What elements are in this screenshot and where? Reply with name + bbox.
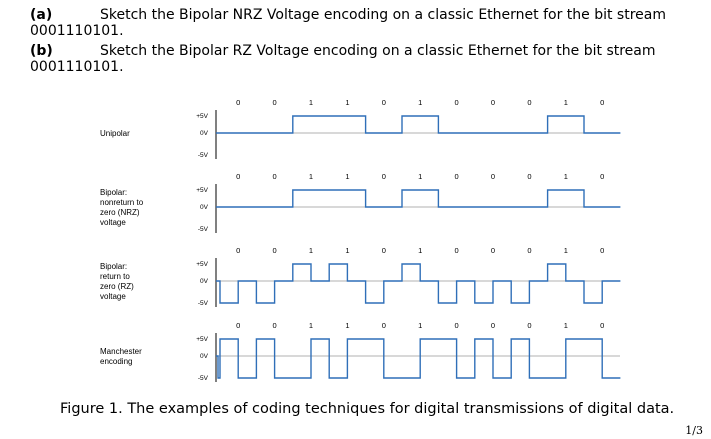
panel-label: encoding	[100, 357, 132, 366]
question-a-label: (a)	[30, 7, 53, 23]
bit-label: 0	[236, 98, 240, 107]
bit-label: 1	[309, 98, 313, 107]
panel-label: Manchester	[100, 347, 142, 356]
waveform-manchester	[216, 338, 621, 379]
waveform-nrz	[216, 189, 621, 208]
level-label: -5V	[198, 375, 209, 382]
bit-label: 0	[491, 172, 495, 181]
bit-label: 1	[418, 321, 422, 330]
bit-label: 1	[418, 172, 422, 181]
question-b-label: (b)	[30, 43, 53, 59]
bit-label: 1	[309, 172, 313, 181]
question-a-text: Sketch the Bipolar NRZ Voltage encoding …	[100, 7, 666, 23]
panel-label: voltage	[100, 218, 126, 227]
panel-label: nonreturn to	[100, 198, 144, 207]
bit-label: 0	[491, 321, 495, 330]
bit-label: 0	[455, 321, 459, 330]
bit-label: 1	[309, 246, 313, 255]
level-label: 0V	[200, 278, 209, 285]
bit-label: 0	[455, 172, 459, 181]
panel-label: return to	[100, 272, 130, 281]
level-label: +5V	[196, 113, 208, 120]
bit-label: 0	[382, 246, 386, 255]
figure-caption: Figure 1. The examples of coding techniq…	[60, 401, 675, 417]
bit-label: 0	[600, 172, 604, 181]
panel-label: Unipolar	[100, 129, 130, 138]
bit-label: 1	[418, 246, 422, 255]
question-a-bits: 0001110101.	[30, 23, 124, 39]
waveform-unipolar	[216, 115, 621, 134]
bit-label: 0	[527, 98, 531, 107]
bit-label: 0	[273, 321, 277, 330]
bit-label: 1	[309, 321, 313, 330]
bit-label: 1	[564, 172, 568, 181]
bit-label: 1	[564, 98, 568, 107]
bit-label: 0	[236, 172, 240, 181]
panel-label: zero (RZ)	[100, 282, 134, 291]
bit-label: 0	[382, 172, 386, 181]
bit-label: 1	[564, 321, 568, 330]
question-b-bits: 0001110101.	[30, 59, 124, 75]
level-label: 0V	[200, 204, 209, 211]
level-label: +5V	[196, 261, 208, 268]
bit-label: 1	[345, 321, 349, 330]
bit-label: 0	[600, 98, 604, 107]
bit-label: 0	[273, 98, 277, 107]
bit-label: 0	[236, 321, 240, 330]
bit-label: 0	[491, 98, 495, 107]
bit-label: 0	[600, 321, 604, 330]
bit-label: 0	[600, 246, 604, 255]
bit-label: 0	[527, 321, 531, 330]
bit-label: 1	[345, 98, 349, 107]
level-label: -5V	[198, 300, 209, 307]
level-label: +5V	[196, 187, 208, 194]
bit-label: 0	[236, 246, 240, 255]
panel-label: zero (NRZ)	[100, 208, 140, 217]
level-label: +5V	[196, 336, 208, 343]
level-label: 0V	[200, 130, 209, 137]
bit-label: 0	[455, 246, 459, 255]
bit-label: 0	[491, 246, 495, 255]
level-label: -5V	[198, 226, 209, 233]
bit-label: 1	[345, 246, 349, 255]
page-number: 1/3	[685, 424, 703, 437]
panel-label: Bipolar:	[100, 262, 127, 271]
bit-label: 0	[382, 321, 386, 330]
bit-label: 0	[273, 172, 277, 181]
bit-label: 1	[564, 246, 568, 255]
level-label: 0V	[200, 353, 209, 360]
question-b: (b) Sketch the Bipolar RZ Voltage encodin…	[30, 43, 656, 75]
bit-label: 1	[418, 98, 422, 107]
question-b-text: Sketch the Bipolar RZ Voltage encoding o…	[100, 43, 656, 59]
bit-label: 0	[273, 246, 277, 255]
bit-label: 1	[345, 172, 349, 181]
question-a: (a) Sketch the Bipolar NRZ Voltage encodi…	[30, 7, 666, 39]
bit-label: 0	[527, 172, 531, 181]
bit-label: 0	[382, 98, 386, 107]
level-label: -5V	[198, 152, 209, 159]
waveform-rz	[216, 263, 621, 304]
bit-label: 0	[455, 98, 459, 107]
panel-label: voltage	[100, 292, 126, 301]
bit-label: 0	[527, 246, 531, 255]
panel-label: Bipolar:	[100, 188, 127, 197]
